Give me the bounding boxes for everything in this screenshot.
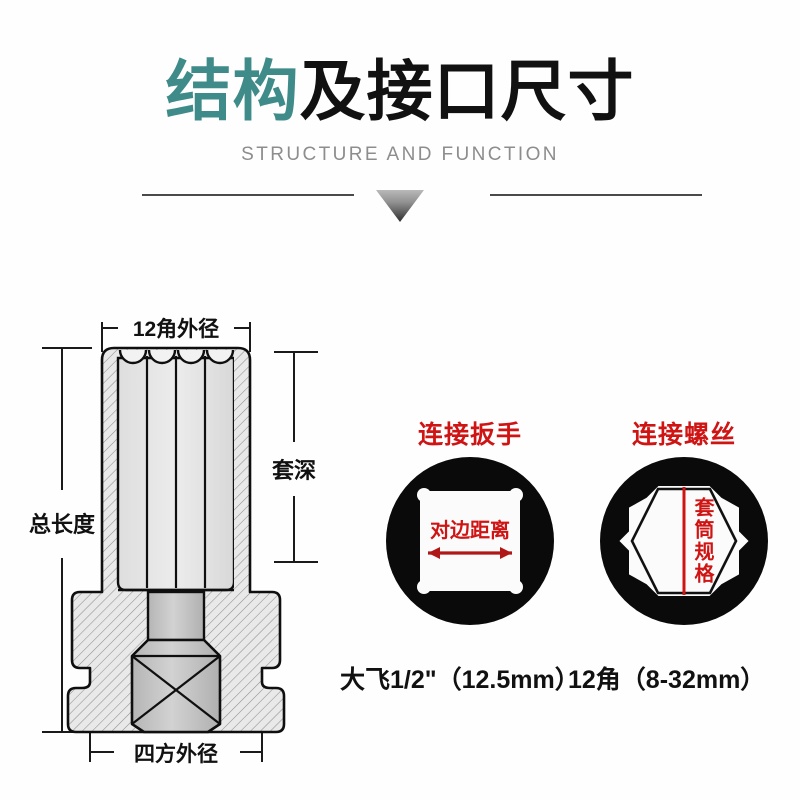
panel-wrench-connection: 连接扳手 对边距离 [370, 415, 570, 715]
caption-wrench: 大飞1/2"（12.5mm） [340, 666, 580, 694]
dimension-label-outer-diameter: 12角外径 [133, 317, 219, 341]
dimension-top [101, 322, 251, 352]
dimension-label-square-diameter: 四方外径 [134, 742, 218, 766]
divider-left [142, 194, 354, 196]
panel-bolt-connection: 连接螺丝 套筒规格 [584, 415, 784, 715]
panel-title-bolt: 连接螺丝 [631, 421, 736, 449]
caption-bolt: 12角（8-32mm） [568, 666, 766, 694]
dimension-left [42, 347, 92, 733]
triangle-down-icon [376, 190, 424, 222]
page-title: 结构及接口尺寸 [0, 58, 800, 124]
panel-captions: 大飞1/2"（12.5mm） 12角（8-32mm） [340, 660, 798, 700]
socket-top-scallops [118, 349, 235, 365]
page-title-accent: 结构 [165, 54, 300, 128]
socket-bore-ribs [145, 356, 207, 588]
twelve-point-socket-icon: 套筒规格 [598, 455, 770, 627]
socket-cross-section-diagram: 12角外径 总长度 套深 [18, 300, 358, 780]
dimension-label-socket-depth: 套深 [272, 458, 316, 483]
dimension-label-total-length: 总长度 [29, 512, 96, 537]
page-subtitle: STRUCTURE AND FUNCTION [241, 144, 559, 165]
page-title-main: 及接口尺寸 [299, 54, 635, 128]
divider-right [490, 194, 702, 196]
dimension-right [274, 351, 318, 563]
socket-spec-inner-label: 套筒规格 [691, 496, 714, 585]
socket-neck [146, 590, 206, 642]
header: 结构及接口尺寸 STRUCTURE AND FUNCTION [0, 0, 800, 240]
panel-title-wrench: 连接扳手 [417, 421, 522, 449]
square-drive-cavity [130, 638, 222, 734]
dimension-bottom [89, 732, 263, 762]
square-drive-inner-label: 对边距离 [430, 518, 510, 542]
square-drive-icon: 对边距离 [384, 455, 556, 627]
interface-panels: 连接扳手 对边距离 [362, 415, 792, 715]
